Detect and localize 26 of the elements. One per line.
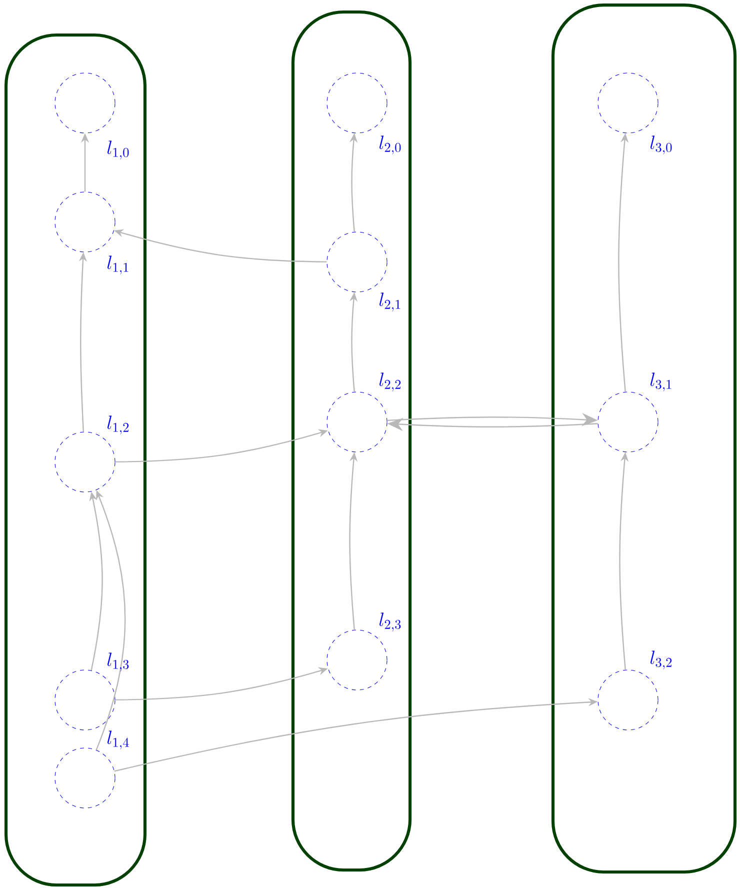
dashed-circle xyxy=(54,72,116,134)
dashed-circle xyxy=(598,670,658,730)
dashed-circle xyxy=(54,192,116,252)
dashed-circle xyxy=(54,748,116,808)
circle-label: $l_{3,2}$ xyxy=(650,650,672,670)
dashed-circle xyxy=(598,392,658,452)
dashed-circle xyxy=(598,72,658,134)
circle-label: $l_{2,0}$ xyxy=(379,136,401,154)
circle-label: $l_{2,1}$ xyxy=(379,292,400,312)
circle-label: $l_{1,3}$ xyxy=(107,652,129,672)
dashed-circle xyxy=(326,72,388,134)
circle-label: $l_{2,3}$ xyxy=(379,612,401,632)
dashed-circle xyxy=(326,392,388,452)
circle-label: $l_{1,0}$ xyxy=(107,140,129,160)
circle-label: $l_{1,1}$ xyxy=(107,256,128,274)
dashed-circle xyxy=(54,670,116,730)
group-outline xyxy=(551,4,737,874)
circle-label: $l_{1,2}$ xyxy=(107,416,129,434)
circle-label: $l_{3,0}$ xyxy=(650,136,672,154)
circle-label: $l_{3,1}$ xyxy=(650,372,672,392)
group-outline xyxy=(291,10,412,872)
dashed-circle xyxy=(326,232,388,292)
circle-label: $l_{1,4}$ xyxy=(107,730,129,750)
circle-label: $l_{2,2}$ xyxy=(379,372,401,392)
group-outline xyxy=(4,33,146,887)
dashed-circle xyxy=(326,630,388,690)
